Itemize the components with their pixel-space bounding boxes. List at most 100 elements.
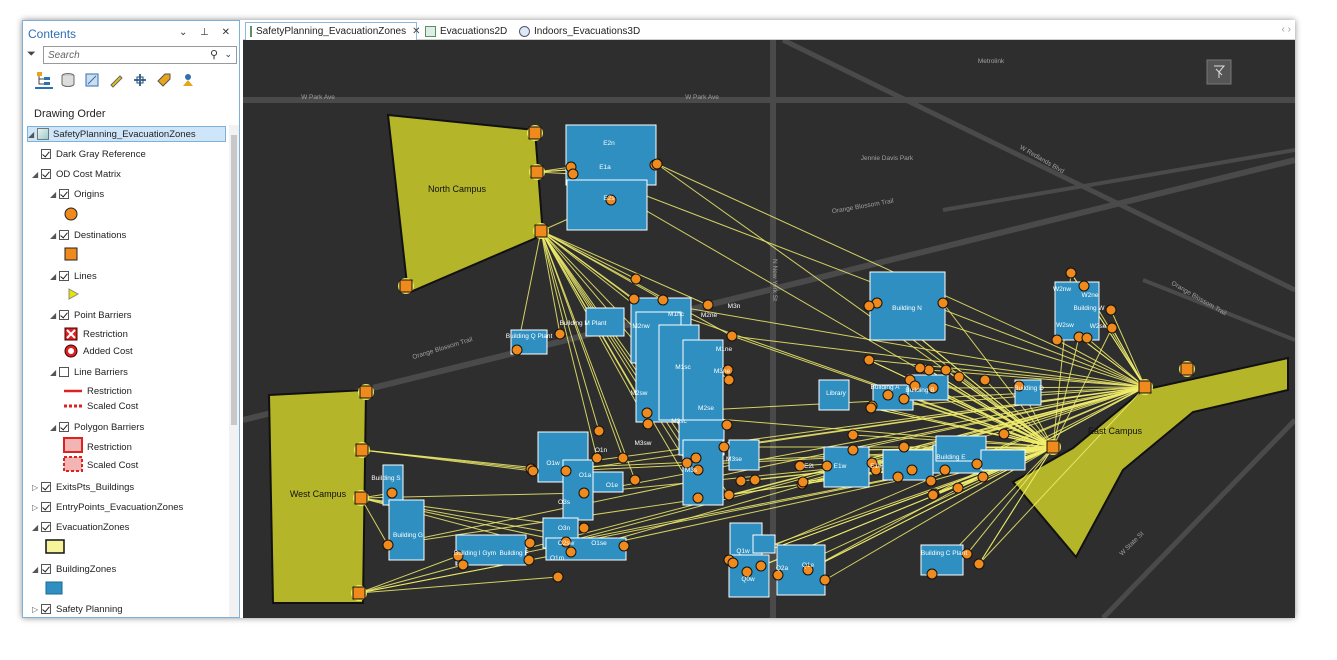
building-zone-polygon <box>935 435 987 462</box>
layer-lines[interactable]: ◢Lines <box>50 270 97 282</box>
od-line <box>570 166 1146 388</box>
building-label: Q1w <box>736 548 750 555</box>
scrollbar-thumb[interactable] <box>231 135 237 425</box>
od-line <box>540 230 636 481</box>
layer-point-barriers[interactable]: ◢Point Barriers <box>50 309 132 321</box>
visibility-checkbox[interactable] <box>59 310 69 320</box>
filter-icon[interactable]: ⏷ <box>27 48 36 60</box>
visibility-checkbox[interactable] <box>41 169 51 179</box>
visibility-checkbox[interactable] <box>59 189 69 199</box>
tab-scroll-arrows[interactable]: ‹ › <box>1281 24 1291 35</box>
chevron-down-icon[interactable]: ⌄ <box>224 49 232 59</box>
contents-pane: Contents ⌄ ⊥ ✕ ⏷ Search ⚲ ⌄ Drawing Orde… <box>22 20 240 618</box>
close-icon[interactable]: ✕ <box>412 26 421 37</box>
search-input[interactable]: Search ⚲ ⌄ <box>43 46 237 64</box>
destination-point <box>1180 362 1194 376</box>
list-by-selection-icon[interactable] <box>83 71 101 89</box>
layer-line-barriers[interactable]: ◢Line Barriers <box>50 366 128 378</box>
building-label: W2nw <box>1053 286 1071 293</box>
street-label: W Park Ave <box>301 94 335 101</box>
building-label: W2se <box>1090 323 1107 330</box>
building-label: Library <box>826 390 847 397</box>
layer-dark-gray-reference[interactable]: Dark Gray Reference <box>41 146 146 162</box>
contents-toolbar <box>35 71 197 95</box>
od-line <box>540 230 624 459</box>
destination-point <box>399 279 413 293</box>
origin-point <box>554 328 566 340</box>
layer-exitspts-buildings[interactable]: ▷ExitsPts_Buildings <box>32 481 135 493</box>
search-icon[interactable]: ⚲ <box>209 49 218 61</box>
layer-destinations[interactable]: ◢Destinations <box>50 229 127 241</box>
origin-point <box>819 574 831 586</box>
layer-safetyplanning[interactable]: ◢SafetyPlanning_EvacuationZones <box>27 126 226 142</box>
list-by-drawing-order-icon[interactable] <box>35 71 53 89</box>
restriction-polygon-label: Restriction <box>87 441 132 453</box>
visibility-checkbox[interactable] <box>41 502 51 512</box>
origin-point <box>749 474 761 486</box>
added-cost-point-icon <box>64 344 78 358</box>
visibility-checkbox[interactable] <box>41 564 51 574</box>
evacuation-zone-polygon <box>267 388 368 604</box>
list-by-labeling-icon[interactable] <box>155 71 173 89</box>
list-by-editing-icon[interactable] <box>107 71 125 89</box>
building-label: M3sw <box>635 440 652 447</box>
building-label: O1a <box>579 472 592 479</box>
layer-od-cost-matrix[interactable]: ◢OD Cost Matrix <box>32 168 121 180</box>
layer-entrypoints[interactable]: ▷EntryPoints_EvacuationZones <box>32 501 184 513</box>
layer-safety-planning[interactable]: ▷Safety Planning <box>32 603 123 615</box>
building-label: W2ne <box>1082 292 1099 299</box>
building-zone-polygon <box>565 124 657 186</box>
origin-point <box>651 158 663 170</box>
visibility-checkbox[interactable] <box>41 482 51 492</box>
od-line <box>358 564 464 594</box>
layer-origins[interactable]: ◢Origins <box>50 188 105 200</box>
visibility-checkbox[interactable] <box>59 422 69 432</box>
restriction-point-icon <box>64 327 78 341</box>
origin-point <box>741 566 753 578</box>
layer-evacuationzones[interactable]: ◢EvacuationZones <box>32 521 130 533</box>
list-by-snapping-icon[interactable] <box>131 71 149 89</box>
destination-point <box>354 491 368 505</box>
origin-point <box>952 482 964 494</box>
origin-point <box>690 452 702 464</box>
contents-scrollbar[interactable] <box>229 125 239 617</box>
origin-point <box>452 550 464 562</box>
od-line <box>361 449 534 472</box>
list-by-data-source-icon[interactable] <box>59 71 77 89</box>
od-line <box>928 369 1146 388</box>
origin-point <box>1105 304 1117 316</box>
visibility-checkbox[interactable] <box>59 230 69 240</box>
layer-polygon-barriers[interactable]: ◢Polygon Barriers <box>50 421 145 433</box>
tab-safetyplanning[interactable]: SafetyPlanning_EvacuationZones✕ <box>245 22 421 40</box>
origin-point <box>641 407 653 419</box>
visibility-checkbox[interactable] <box>41 522 51 532</box>
list-by-perspective-icon[interactable] <box>179 71 197 89</box>
origin-point <box>718 441 730 453</box>
visibility-checkbox[interactable] <box>41 149 51 159</box>
od-line <box>565 386 1146 472</box>
layer-buildingzones[interactable]: ◢BuildingZones <box>32 563 117 575</box>
pane-controls[interactable]: ⌄ ⊥ ✕ <box>178 27 235 38</box>
building-label: M3s <box>685 467 698 474</box>
origin-point <box>1065 267 1077 279</box>
visibility-checkbox[interactable] <box>59 367 69 377</box>
tab-evacuations2d[interactable]: Evacuations2D <box>421 22 511 40</box>
clear-selection-button[interactable] <box>1206 59 1232 85</box>
visibility-checkbox[interactable] <box>59 271 69 281</box>
origin-point <box>630 273 642 285</box>
building-label: O1n <box>595 447 608 454</box>
origin-point <box>727 557 739 569</box>
building-label: Building I Gym <box>454 550 496 557</box>
origin-point <box>802 564 814 576</box>
visibility-checkbox[interactable] <box>41 604 51 614</box>
search-row: ⏷ Search ⚲ ⌄ <box>27 46 237 64</box>
building-label: Q2a <box>776 565 789 572</box>
building-zone-symbol-icon <box>45 581 63 595</box>
origin-point <box>953 371 965 383</box>
building-label: O1e <box>606 482 619 489</box>
building-label: O3n <box>558 525 571 532</box>
tab-indoors-evacuations3d[interactable]: Indoors_Evacuations3D <box>515 22 644 40</box>
origin-point <box>457 559 469 571</box>
